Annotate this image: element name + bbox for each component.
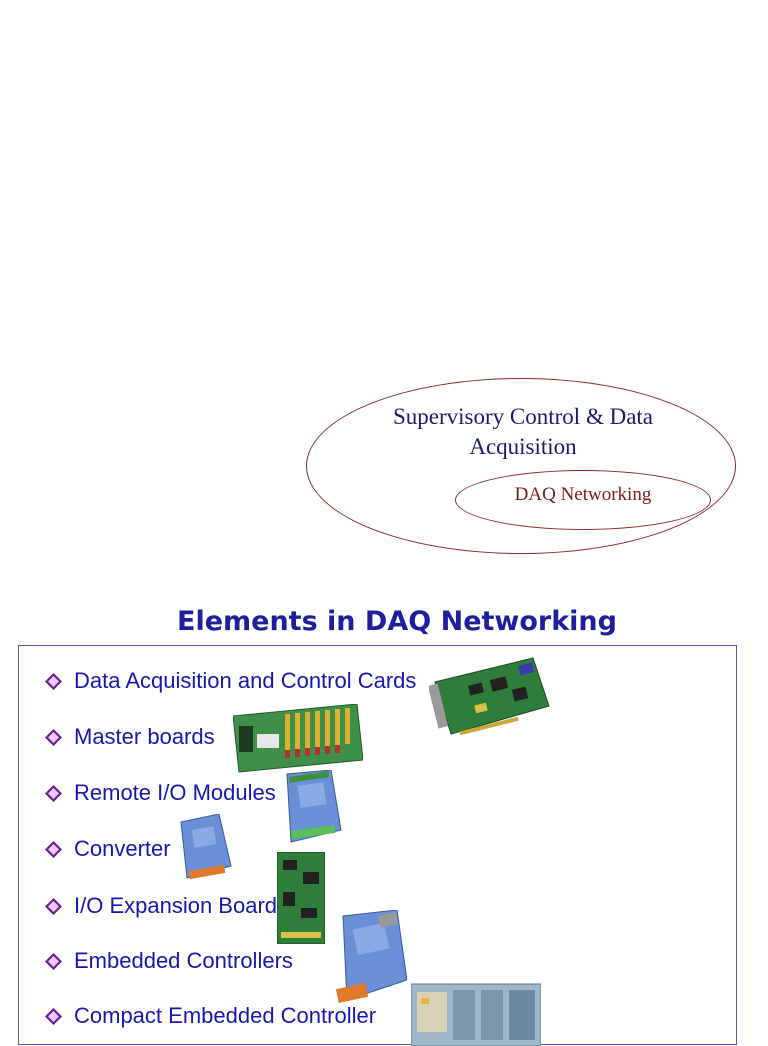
list-item: Compact Embedded Controller (45, 1003, 376, 1029)
list-item-label: Master boards (74, 724, 215, 749)
list-item-label: Compact Embedded Controller (74, 1003, 377, 1028)
daq-networking-label: DAQ Networking (514, 484, 652, 505)
elements-panel: Data Acquisition and Control Cards Maste… (18, 645, 737, 1046)
daq-card-image (429, 657, 550, 736)
diamond-bullet-icon (45, 728, 62, 746)
diamond-bullet-icon (45, 672, 62, 690)
list-item: Converter (45, 836, 171, 862)
scada-ellipse (306, 378, 736, 554)
list-item-label: Remote I/O Modules (74, 780, 276, 805)
master-board-image (233, 704, 363, 773)
daq-networking-ellipse (455, 470, 711, 530)
slide-title: Elements in DAQ Networking (177, 606, 617, 637)
diamond-bullet-icon (45, 897, 62, 915)
list-item-label: I/O Expansion Board (74, 893, 278, 918)
list-item-label: Data Acquisition and Control Cards (74, 668, 417, 693)
diamond-bullet-icon (45, 1007, 62, 1025)
diamond-bullet-icon (45, 952, 62, 970)
compact-embedded-controller-image (411, 983, 541, 1046)
embedded-controller-image (335, 910, 407, 1003)
diamond-bullet-icon (45, 840, 62, 858)
list-item: I/O Expansion Board (45, 893, 277, 919)
list-item-label: Converter (74, 836, 171, 861)
remote-io-module-image (286, 770, 342, 843)
io-expansion-board-image (277, 852, 325, 944)
list-item: Data Acquisition and Control Cards (45, 668, 416, 694)
list-item: Remote I/O Modules (45, 780, 276, 806)
diamond-bullet-icon (45, 784, 62, 802)
scada-label: Supervisory Control & Data Acquisition (393, 404, 653, 459)
list-item: Master boards (45, 724, 215, 750)
list-item: Embedded Controllers (45, 948, 293, 974)
list-item-label: Embedded Controllers (74, 948, 293, 973)
converter-image (180, 814, 232, 880)
